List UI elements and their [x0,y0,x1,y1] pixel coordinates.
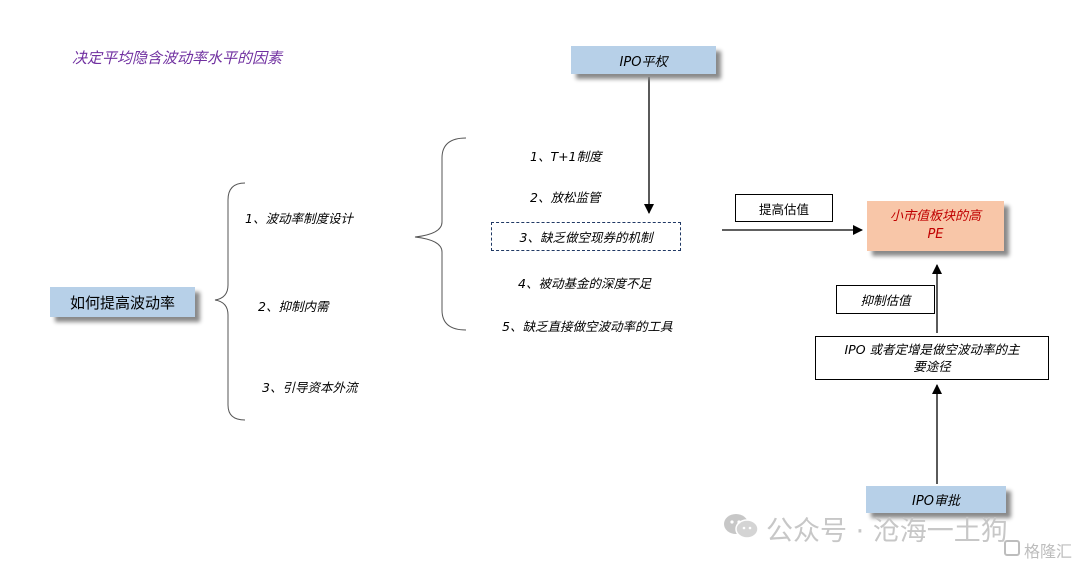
level2-item-2: 2、放松监管 [530,190,601,205]
wechat-icon [723,512,759,540]
suppress-valuation-box: 抑制估值 [836,285,935,314]
raise-valuation-box: 提高估值 [735,194,833,222]
diagram-title: 决定平均隐含波动率水平的因素 [72,49,283,67]
level2-item-4: 4、被动基金的深度不足 [518,276,651,291]
left-root-box: 如何提高波动率 [50,287,195,317]
level2-item-5: 5、缺乏直接做空波动率的工具 [502,319,673,334]
ipo-review-box: IPO审批 [866,486,1006,513]
watermark-text: 公众号 · 沧海一土狗 [766,516,1008,547]
pe-line2: PE [927,227,944,242]
left-brace [214,182,246,421]
ipo-parity-box: IPO平权 [571,46,716,74]
level1-item-1: 1、波动率制度设计 [245,211,353,226]
level1-item-2: 2、抑制内需 [258,299,329,314]
pe-box: 小市值板块的高 PE [867,201,1004,251]
middle-brace [414,137,467,331]
ipo-path-box: IPO 或者定增是做空波动率的主 要途径 [815,336,1049,380]
level2-item-3: 3、缺乏做空现券的机制 [519,230,653,245]
level1-item-3: 3、引导资本外流 [262,380,358,395]
pe-line1: 小市值板块的高 [889,209,981,224]
glh-logo-icon [1004,540,1020,556]
level2-item-3-dashed: 3、缺乏做空现券的机制 [491,222,681,251]
ipo-path-line2: 要途径 [913,359,951,374]
ipo-path-line1: IPO 或者定增是做空波动率的主 [844,342,1020,357]
watermark-logo-text: 格隆汇 [1024,542,1073,561]
level2-item-1: 1、T+1制度 [530,149,602,164]
